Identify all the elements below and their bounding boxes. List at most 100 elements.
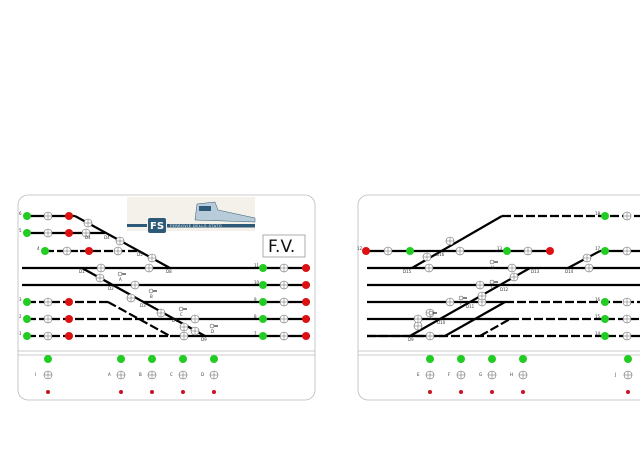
route-indicator-green[interactable]	[117, 355, 125, 363]
signal-number: 2	[19, 314, 22, 319]
signal-lamp-6[interactable]	[23, 212, 31, 220]
track-circuit-marker	[455, 246, 465, 256]
stop-lamp[interactable]	[65, 315, 73, 323]
signal-lamp-18[interactable]	[601, 212, 609, 220]
route-button[interactable]	[487, 370, 497, 380]
route-button[interactable]	[43, 370, 53, 380]
signal-lamp[interactable]	[406, 247, 414, 255]
signal-number: 16	[595, 297, 601, 302]
stop-lamp[interactable]	[302, 298, 310, 306]
switch-label: D12	[500, 287, 509, 292]
track-circuit-marker	[622, 297, 632, 307]
signal-number: 5	[19, 228, 22, 233]
route-button-label: D	[201, 372, 204, 377]
route-indicator-green[interactable]	[457, 355, 465, 363]
signal-lamp-12[interactable]	[362, 247, 370, 255]
switch-label: D8	[166, 269, 172, 274]
route-button[interactable]	[209, 370, 219, 380]
signal-lamp-2[interactable]	[23, 315, 31, 323]
signal-lamp-14[interactable]	[601, 332, 609, 340]
signal-lamp-4[interactable]	[41, 247, 49, 255]
track-lever[interactable]	[489, 259, 498, 265]
track-lever[interactable]	[117, 271, 126, 277]
signal-lamp-15[interactable]	[601, 315, 609, 323]
route-indicator-green[interactable]	[519, 355, 527, 363]
track-lever[interactable]	[428, 310, 437, 316]
track-circuit-marker	[179, 322, 189, 332]
track-circuit-marker	[144, 263, 154, 273]
route-button[interactable]	[425, 370, 435, 380]
track-circuit-marker	[622, 314, 632, 324]
route-indicator-green[interactable]	[44, 355, 52, 363]
signal-lamp-16[interactable]	[601, 298, 609, 306]
signal-number: 13	[497, 246, 503, 251]
stop-lamp[interactable]	[65, 229, 73, 237]
route-button[interactable]	[147, 370, 157, 380]
track-segment	[409, 267, 531, 337]
signal-number: 3	[19, 297, 22, 302]
route-indicator-red	[490, 390, 494, 394]
signal-lamp-3[interactable]	[23, 298, 31, 306]
lever-label: B	[150, 294, 153, 299]
route-indicator-green[interactable]	[426, 355, 434, 363]
route-indicator-red	[428, 390, 432, 394]
signal-lamp-17[interactable]	[601, 247, 609, 255]
stop-lamp[interactable]	[546, 247, 554, 255]
track-circuit-marker	[179, 331, 189, 341]
track-circuit-marker	[424, 263, 434, 273]
track-lever[interactable]	[148, 288, 157, 294]
track-circuit-marker	[126, 293, 136, 303]
stop-lamp[interactable]	[85, 247, 93, 255]
track-circuit-marker	[584, 263, 594, 273]
route-button[interactable]	[518, 370, 528, 380]
route-button[interactable]	[456, 370, 466, 380]
stop-lamp[interactable]	[302, 332, 310, 340]
signal-lamp-7[interactable]	[259, 332, 267, 340]
track-circuit-marker	[62, 246, 72, 256]
route-button-label: F	[448, 372, 451, 377]
track-lever[interactable]	[178, 306, 187, 312]
switch-label: D4	[85, 235, 91, 240]
lever-label: C	[180, 312, 183, 317]
switch-label: D4	[104, 235, 110, 240]
route-indicator-green[interactable]	[179, 355, 187, 363]
route-indicator-green[interactable]	[488, 355, 496, 363]
left-divider	[18, 350, 315, 356]
route-indicator-green[interactable]	[210, 355, 218, 363]
route-button-label: J	[614, 372, 616, 377]
switch-label: D10	[437, 320, 446, 325]
track-lever[interactable]	[458, 295, 467, 301]
signal-lamp-8[interactable]	[259, 315, 267, 323]
signal-lamp-11[interactable]	[259, 264, 267, 272]
signal-lamp-9[interactable]	[259, 298, 267, 306]
track-lever[interactable]	[209, 323, 218, 329]
logo-text: FERROVIE DELLO STATO	[170, 224, 222, 228]
route-button[interactable]	[623, 370, 633, 380]
route-indicator-red	[521, 390, 525, 394]
switch-label: D14	[565, 269, 574, 274]
route-button[interactable]	[178, 370, 188, 380]
stop-lamp[interactable]	[65, 212, 73, 220]
stop-lamp[interactable]	[302, 281, 310, 289]
stop-lamp[interactable]	[302, 315, 310, 323]
track-lever[interactable]	[489, 279, 498, 285]
track-circuit-marker	[190, 326, 200, 336]
signal-lamp-1[interactable]	[23, 332, 31, 340]
signal-lamp-10[interactable]	[259, 281, 267, 289]
stop-lamp[interactable]	[65, 332, 73, 340]
signal-number: 11	[254, 263, 260, 268]
track-circuit-marker	[279, 314, 289, 324]
station-label: F.V.	[268, 237, 295, 257]
route-indicator-green[interactable]	[624, 355, 632, 363]
stop-lamp[interactable]	[302, 264, 310, 272]
switch-label: D1	[79, 269, 85, 274]
route-indicator-red	[626, 390, 630, 394]
track-circuit-marker	[475, 280, 485, 290]
track-circuit-marker	[582, 253, 592, 263]
signal-lamp-13[interactable]	[503, 247, 511, 255]
stop-lamp[interactable]	[65, 298, 73, 306]
signal-lamp-5[interactable]	[23, 229, 31, 237]
route-indicator-green[interactable]	[148, 355, 156, 363]
right-divider	[358, 350, 640, 356]
route-button[interactable]	[116, 370, 126, 380]
